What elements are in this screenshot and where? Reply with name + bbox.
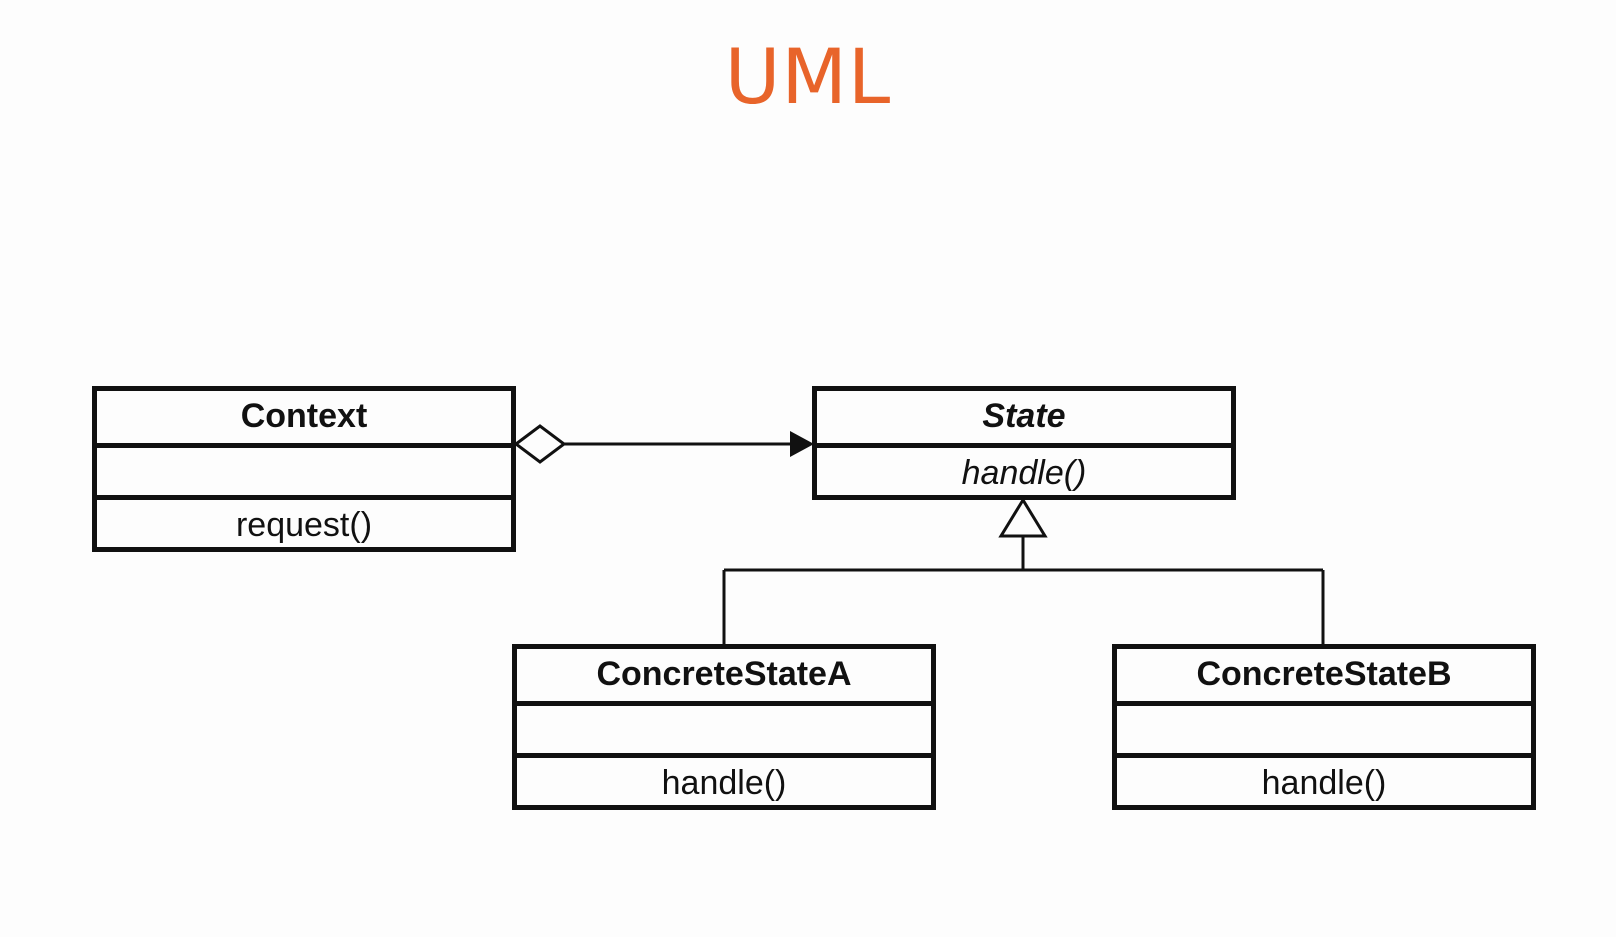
generalization-triangle (998, 497, 1048, 538)
class-name: ConcreteStateB (1196, 655, 1452, 693)
aggregation-diamond (513, 424, 567, 464)
class-attributes (517, 701, 931, 753)
association-arrowhead (790, 431, 814, 457)
class-operation: handle() (817, 443, 1231, 495)
class-concrete-state-b: ConcreteStateB handle() (1112, 644, 1536, 810)
class-name: State (982, 397, 1066, 435)
slide-title: UML (724, 32, 892, 121)
class-operation: request() (97, 495, 511, 547)
class-concrete-state-a: ConcreteStateA handle() (512, 644, 936, 810)
class-context: Context request() (92, 386, 516, 552)
class-name: Context (240, 397, 368, 435)
class-operation: handle() (1117, 753, 1531, 805)
class-state: State handle() (812, 386, 1236, 500)
class-name: ConcreteStateA (596, 655, 852, 693)
class-attributes (1117, 701, 1531, 753)
class-attributes (97, 443, 511, 495)
class-operation: handle() (517, 753, 931, 805)
